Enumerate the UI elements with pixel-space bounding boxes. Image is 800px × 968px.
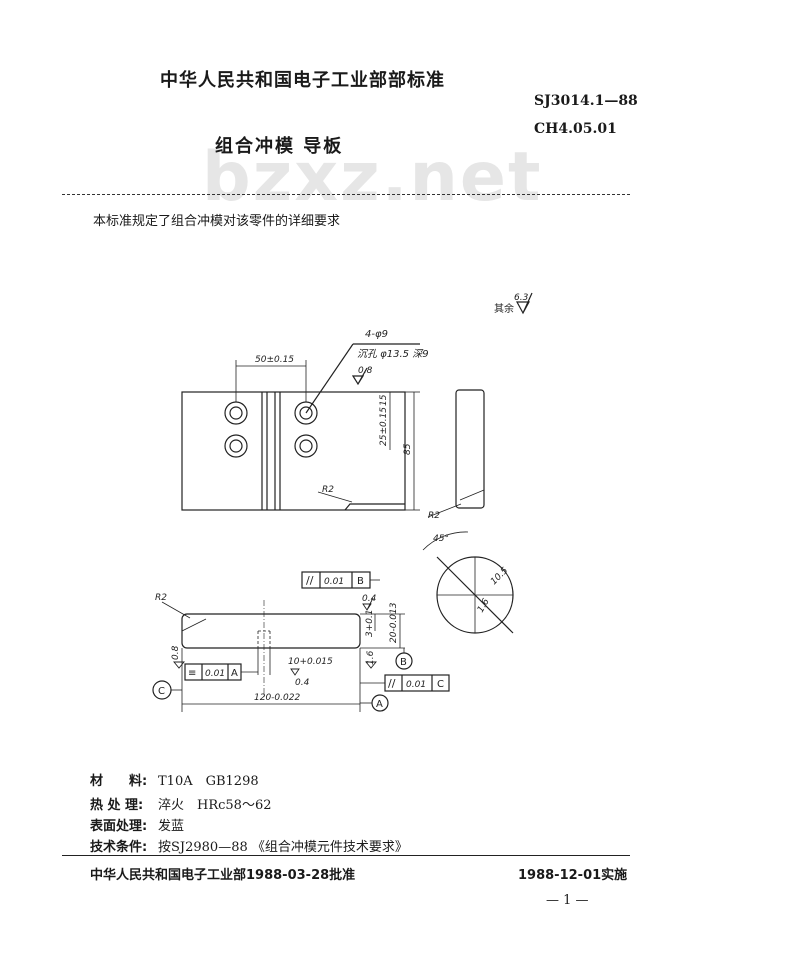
tol-flat-datum: A — [231, 668, 238, 679]
spec-surface-treatment: 表面处理:发蓝 — [90, 819, 185, 834]
guide-plate-side-outline — [455, 389, 485, 509]
radius-side-label: R2 — [428, 511, 440, 521]
dim-15-label: 15 — [379, 394, 389, 406]
roughness-rest-label: 其余 — [494, 302, 514, 315]
radius-section-label: R2 — [155, 593, 167, 603]
datum-a-label: A — [376, 699, 383, 710]
roughness-section-left — [173, 661, 185, 669]
watermark: bzxz.net — [202, 138, 543, 217]
roughness-top-symbol — [351, 367, 368, 386]
standard-number: SJ3014.1—88 — [534, 93, 638, 109]
intro-text: 本标准规定了组合冲模对该零件的详细要求 — [93, 214, 341, 229]
approval-date: 中华人民共和国电子工业部1988-03-28批准 — [90, 868, 356, 883]
tol-flat-value: 0.01 — [205, 669, 225, 679]
ministry-standard-heading: 中华人民共和国电子工业部部标准 — [160, 70, 445, 91]
section-view-outline — [181, 613, 361, 649]
front-corner-chamfer — [344, 503, 405, 511]
guide-plate-front-outline — [181, 391, 406, 511]
dim-20-label: 20-0.013 — [389, 602, 399, 643]
effective-date: 1988-12-01实施 — [518, 868, 628, 883]
parallel-symbol-b: // — [306, 574, 314, 587]
roughness-section-right-value: 1.6 — [366, 650, 376, 665]
roughness-rest-symbol — [515, 292, 533, 315]
radius-front-leader — [317, 491, 353, 503]
side-chamfer-line — [459, 489, 485, 501]
roughness-section-left-value: 0.8 — [171, 645, 181, 660]
tol-parallel-b-value: 0.01 — [324, 577, 344, 587]
dim-10-label: 10+0.015 — [288, 657, 333, 667]
radius-front-label: R2 — [322, 485, 334, 495]
roughness-slot-value: 0.4 — [295, 678, 310, 688]
roughness-slot — [290, 668, 300, 676]
page-number: — 1 — — [546, 893, 589, 908]
radius-side-leader — [427, 503, 462, 518]
counterbore-holes — [224, 401, 318, 458]
spec-technical-conditions: 技术条件:按SJ2980—88 《组合冲模元件技术要求》 — [90, 840, 408, 855]
spec-material: 材 料:T10A GB1298 — [90, 774, 259, 789]
roughness-rest-value: 6.3 — [514, 293, 529, 303]
dim-85-label: 85 — [403, 443, 413, 455]
dim-120-label: 120-0.022 — [254, 693, 300, 703]
roughness-section-top — [362, 597, 374, 611]
roughness-section-right — [365, 661, 377, 669]
parallel-symbol-c: // — [388, 677, 396, 690]
dim-50-label: 50±0.15 — [255, 355, 294, 365]
datum-c-label: C — [158, 686, 165, 697]
hole-count-label: 4-φ9 — [365, 329, 388, 340]
dim-3-label: 3+0.1 — [365, 609, 375, 637]
roughness-top-value: 0.8 — [358, 366, 373, 376]
ch-code: CH4.05.01 — [534, 121, 617, 137]
counterbore-label: 沉孔 φ13.5 深9 — [357, 348, 429, 360]
tol-parallel-b-datum: B — [357, 576, 364, 587]
document-title: 组合冲模 导板 — [215, 136, 344, 157]
tol-parallel-c-value: 0.01 — [406, 680, 426, 690]
angle-45-label: 45° — [433, 534, 449, 544]
datum-b-label: B — [400, 657, 407, 668]
dim-25-label: 25±0.15 — [379, 407, 389, 446]
header-divider — [62, 194, 630, 195]
detail-dim-label: 10.5 — [489, 566, 510, 587]
hole-leader — [305, 343, 354, 414]
footer-divider — [62, 855, 630, 856]
spec-heat-treatment: 热 处 理:淬火 HRc58～62 — [90, 798, 272, 813]
tol-parallel-c-datum: C — [437, 679, 444, 690]
section-radius-line — [181, 618, 207, 632]
angle-arc — [422, 531, 469, 551]
flat-symbol: ≡ — [188, 668, 196, 679]
detail-roughness-label: 1.6 — [476, 597, 492, 615]
roughness-section-top-value: 0.4 — [362, 594, 377, 604]
